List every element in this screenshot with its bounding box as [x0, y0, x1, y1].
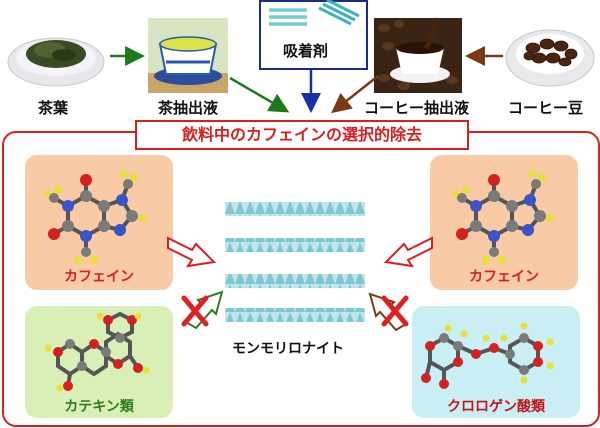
- title-box: 飲料中のカフェインの選択的除去: [135, 120, 469, 150]
- clay-layer: [225, 274, 365, 288]
- caffeine-molecule-left: [44, 170, 146, 264]
- caffeine-molecule-right: [452, 170, 554, 264]
- montmorillonite-layers: [225, 200, 365, 330]
- caffeine-adsorb-arrow-left: [167, 236, 217, 268]
- arrow-coffee-to-center: [331, 75, 379, 114]
- arrow-tea-to-center: [229, 76, 290, 113]
- chlorogenic-panel: [412, 306, 580, 418]
- caffeine-label-left: カフェイン: [64, 269, 134, 285]
- adsorbent-box: 吸着剤: [259, 0, 368, 70]
- coffee-extract-label: コーヒー抽出液: [364, 99, 470, 117]
- catechin-panel: [25, 306, 173, 418]
- catechin-molecule: [44, 311, 150, 392]
- caffeine-label-right: カフェイン: [469, 269, 539, 285]
- flow-arrows: [110, 46, 503, 114]
- coffee-beans-label: コーヒー豆: [508, 99, 584, 117]
- caffeine-panel-right: [430, 155, 578, 290]
- caffeine-panel-left: [25, 155, 173, 290]
- tea-leaves-label: 茶葉: [38, 99, 69, 117]
- clay-layer: [225, 238, 365, 252]
- coffee-beans-photo: [505, 18, 595, 90]
- caffeine-adsorb-arrow-right: [383, 236, 433, 268]
- chlorogenic-label: クロロゲン酸類: [447, 399, 545, 415]
- blocked-x-icon: [381, 295, 409, 327]
- tea-leaves-photo: [6, 20, 106, 90]
- clay-layer: [225, 202, 365, 216]
- montmorillonite-label: モンモリロナイト: [232, 341, 344, 357]
- adsorbent-label: 吸着剤: [283, 42, 329, 60]
- coffee-extract-photo: [374, 17, 462, 93]
- blocked-x-icon: [181, 295, 209, 327]
- catechin-label: カテキン類: [64, 399, 134, 415]
- tea-extract-photo: [148, 18, 228, 93]
- clay-layer: [225, 308, 365, 322]
- title-text: 飲料中のカフェインの選択的除去: [181, 125, 422, 144]
- chlorogenic-molecule: [421, 322, 554, 389]
- tea-extract-label: 茶抽出液: [158, 99, 219, 117]
